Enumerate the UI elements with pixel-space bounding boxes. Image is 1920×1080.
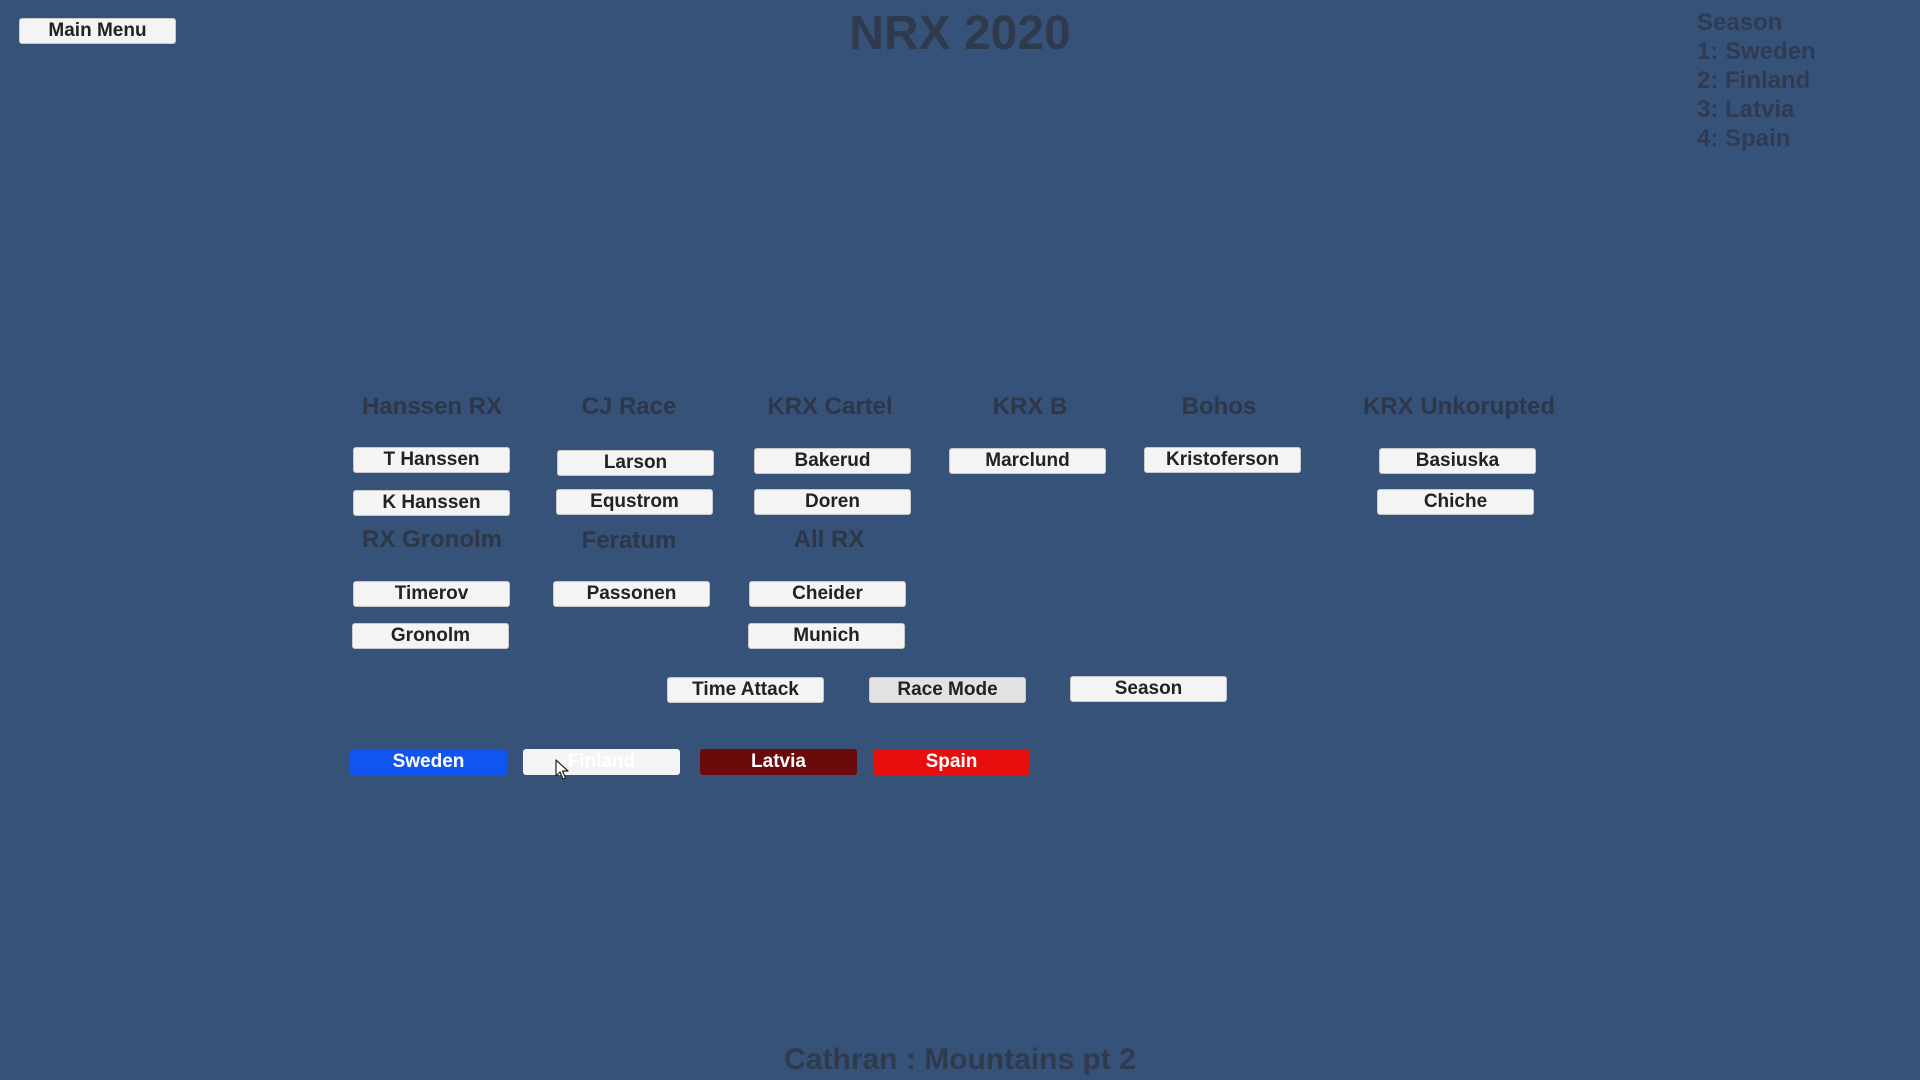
team-label-krx-unkorupted: KRX Unkorupted [1363,393,1555,420]
season-item-sweden: 1: Sweden [1697,38,1816,65]
driver-button-bakerud[interactable]: Bakerud [754,448,911,474]
season-heading: Season [1697,9,1783,36]
country-button-spain[interactable]: Spain [873,749,1030,775]
driver-button-t-hanssen[interactable]: T Hanssen [353,447,510,473]
driver-button-marclund[interactable]: Marclund [949,448,1106,474]
season-item-spain: 4: Spain [1697,125,1791,152]
driver-button-basiuska[interactable]: Basiuska [1379,448,1536,474]
driver-button-munich[interactable]: Munich [748,623,905,649]
track-name: Cathran : Mountains pt 2 [784,1043,1136,1076]
time-attack-button[interactable]: Time Attack [667,677,824,703]
team-label-feratum: Feratum [581,527,677,554]
season-list: Season 1: Sweden 2: Finland 3: Latvia 4:… [1697,8,1816,153]
team-label-rx-gronolm: RX Gronolm [361,526,502,553]
race-mode-button[interactable]: Race Mode [869,677,1026,703]
team-label-krx-b: KRX B [992,393,1068,420]
season-item-finland: 2: Finland [1697,67,1811,94]
team-label-cj-race: CJ Race [581,393,677,420]
country-button-latvia[interactable]: Latvia [700,749,857,775]
season-button[interactable]: Season [1070,676,1227,702]
team-label-krx-cartel: KRX Cartel [767,393,893,420]
driver-button-k-hanssen[interactable]: K Hanssen [353,490,510,516]
page-title: NRX 2020 [849,7,1071,60]
driver-button-gronolm[interactable]: Gronolm [352,623,509,649]
driver-button-cheider[interactable]: Cheider [749,581,906,607]
driver-button-timerov[interactable]: Timerov [353,581,510,607]
driver-button-equstrom[interactable]: Equstrom [556,489,713,515]
season-item-latvia: 3: Latvia [1697,96,1795,123]
team-label-bohos: Bohos [1181,393,1257,420]
country-button-sweden[interactable]: Sweden [350,749,507,775]
team-label-all-rx: All RX [793,526,865,553]
country-button-finland[interactable]: Finland [523,749,680,775]
driver-button-passonen[interactable]: Passonen [553,581,710,607]
driver-button-larson[interactable]: Larson [557,450,714,476]
team-label-hanssen-rx: Hanssen RX [361,393,503,420]
driver-button-kristoferson[interactable]: Kristoferson [1144,447,1301,473]
driver-button-doren[interactable]: Doren [754,489,911,515]
main-menu-button[interactable]: Main Menu [19,18,176,44]
driver-button-chiche[interactable]: Chiche [1377,489,1534,515]
